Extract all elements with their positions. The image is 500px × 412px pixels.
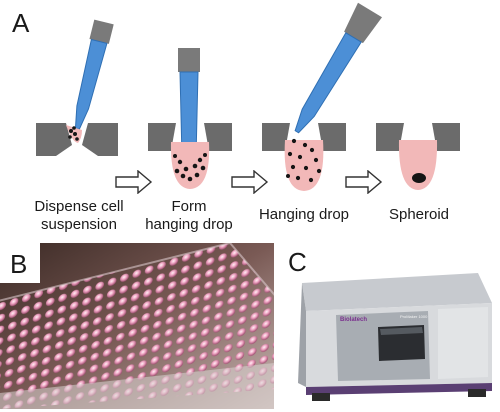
step-4-caption: Spheroid — [364, 206, 474, 224]
instrument-model-text: ProMaker 1000 — [400, 314, 428, 319]
form-drop-illustration — [148, 48, 232, 189]
flow-arrow-1 — [115, 170, 153, 194]
hanging-drop-plate-photo — [0, 243, 274, 409]
panel-b-label: B — [10, 249, 28, 279]
hanging-drop-illustration — [262, 2, 383, 191]
panel-b-label-box — [0, 243, 40, 283]
panel-c-label: C — [288, 247, 307, 277]
brand-logo: Biolatech — [340, 317, 367, 323]
panel-a-label: A — [12, 8, 30, 38]
step-3-caption-line-1: Hanging drop — [258, 206, 350, 223]
flow-arrow-2 — [231, 170, 269, 194]
dispense-illustration — [36, 19, 118, 156]
step-3-caption: Hanging drop — [249, 206, 359, 224]
flow-arrow-3 — [345, 170, 383, 194]
panel-b-photo: B — [0, 243, 274, 409]
step-2-caption-line-2: hanging drop — [145, 216, 233, 233]
step-4-caption-line-1: Spheroid — [388, 206, 450, 223]
panel-c-photo: Biolatech ProMaker 1000 C — [278, 243, 500, 409]
step-2-caption: Form hanging drop — [134, 198, 244, 234]
step-1-caption-line-1: Dispense cell — [34, 198, 124, 215]
brand-logo-text: Biolatech — [340, 317, 368, 323]
instrument-model: ProMaker 1000 — [400, 314, 427, 319]
instrument-photo — [298, 273, 492, 401]
step-1-caption: Dispense cell suspension — [24, 198, 134, 234]
spheroid-illustration — [376, 123, 460, 190]
step-2-caption-line-1: Form — [171, 198, 207, 215]
step-1-caption-line-2: suspension — [41, 216, 117, 233]
